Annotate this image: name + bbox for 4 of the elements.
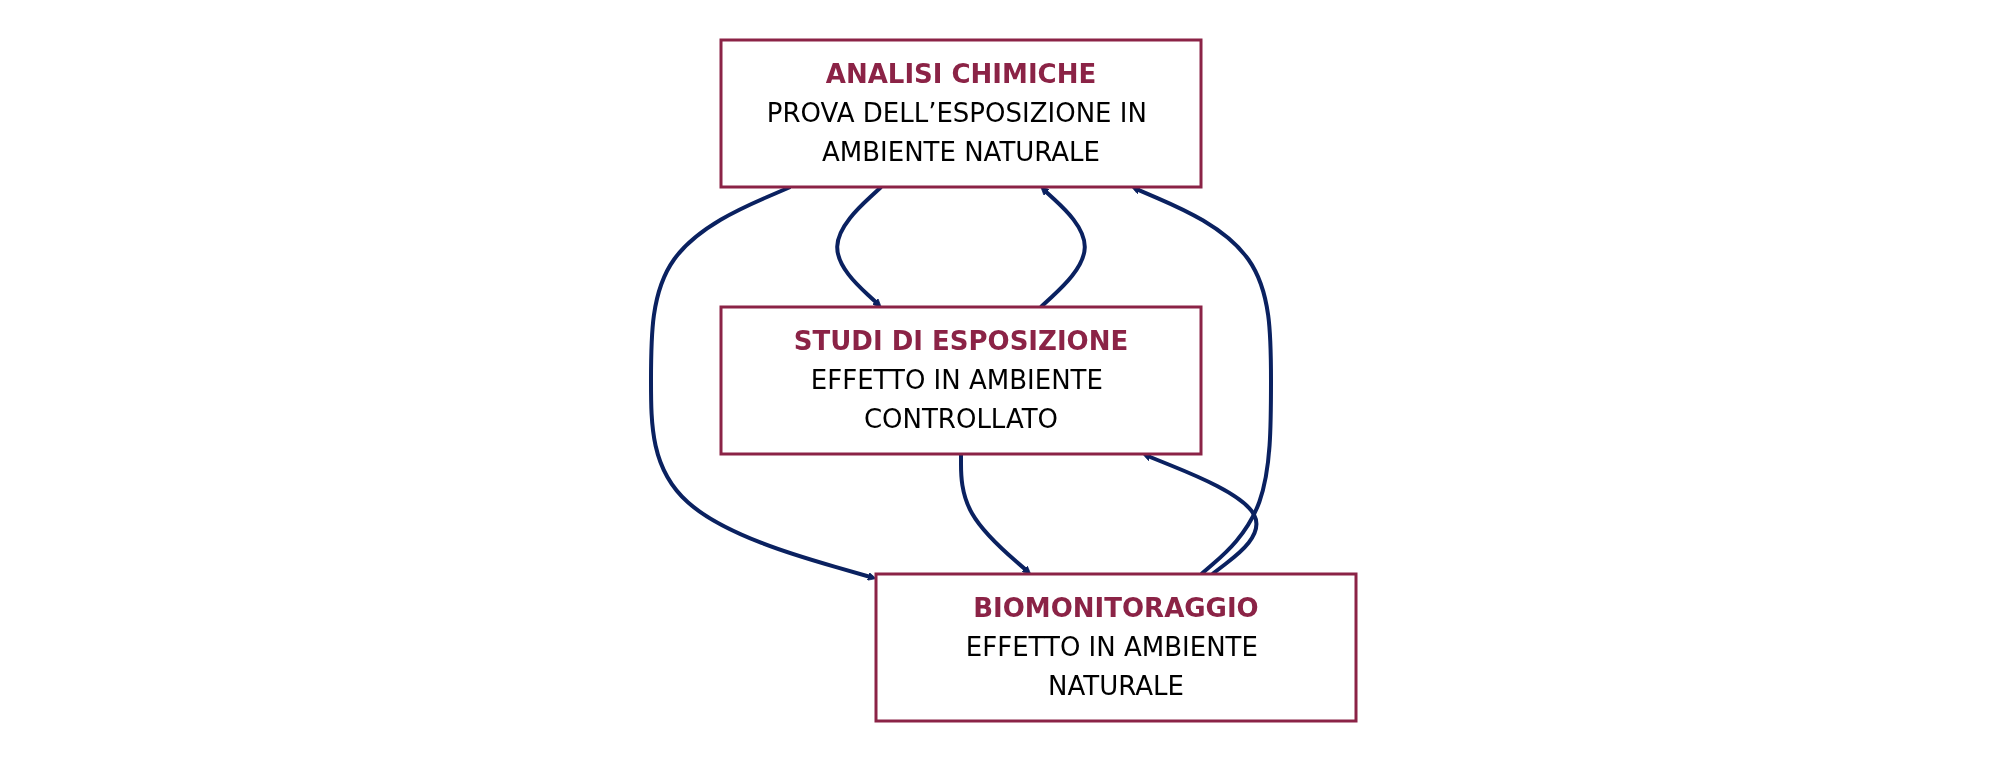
node-box: ANALISI CHIMICHE PROVA DELL’ESPOSIZIONE IN AMBIENTE NATURALE: [719, 38, 1202, 188]
arrow: [958, 453, 1031, 574]
node-box: BIOMONITORAGGIO EFFETTO IN AMBIENTE NATURALE: [874, 572, 1357, 722]
node-box: STUDI DI ESPOSIZIONE EFFETTO IN AMBIENTE CONTROLLATO: [719, 305, 1202, 455]
